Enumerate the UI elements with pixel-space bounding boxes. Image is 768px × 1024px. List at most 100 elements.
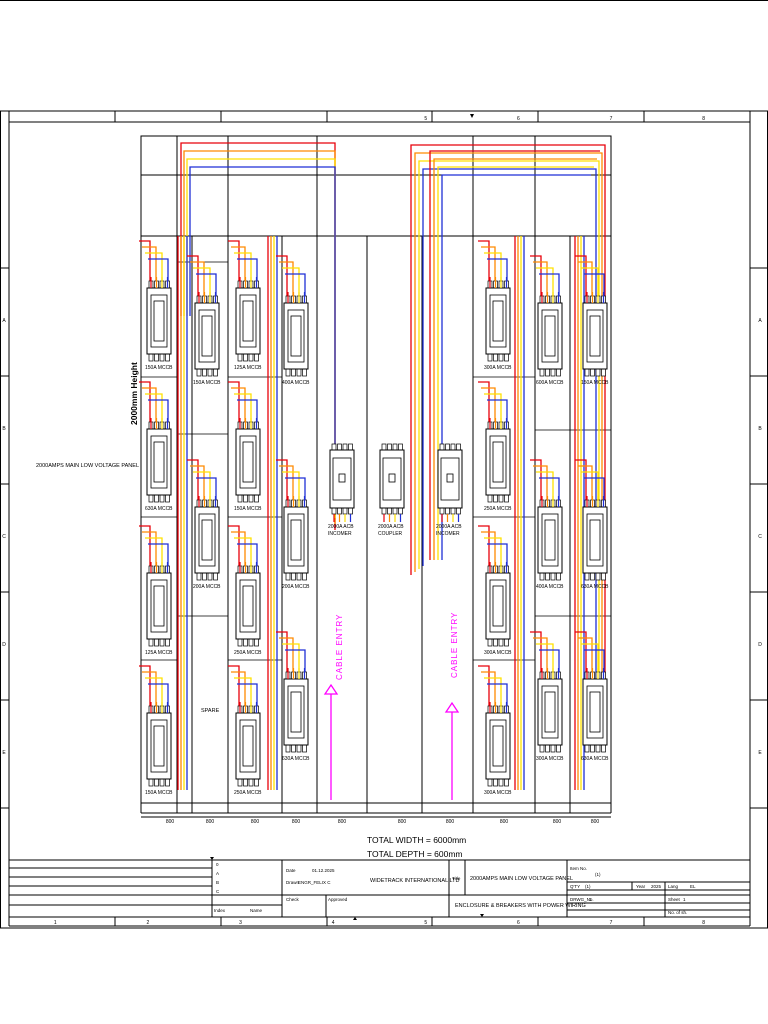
terminal-icon <box>445 507 450 515</box>
frame-number: 5 <box>424 116 427 122</box>
frame-number: 7 <box>610 920 613 926</box>
terminal-icon <box>342 507 348 515</box>
terminal-icon <box>248 638 254 647</box>
feeder-wire <box>285 477 306 500</box>
feeder-wire <box>533 637 548 672</box>
width-label: 800 <box>166 819 175 825</box>
feeder-wire <box>231 246 246 281</box>
feeder-wire <box>187 255 199 296</box>
terminal-icon <box>243 778 248 787</box>
feeder-wire <box>142 671 157 706</box>
mccb-breaker: 200A MCCB <box>193 496 221 590</box>
terminal-icon <box>595 572 601 581</box>
feeder-wire <box>276 255 288 296</box>
terminal-icon <box>539 368 545 377</box>
drawn-value: ENGR_FELIX C <box>298 880 331 885</box>
sheet-label: Sheet <box>668 897 681 902</box>
feeder-wire <box>484 677 502 706</box>
feeder-wire <box>539 649 560 672</box>
width-label: 800 <box>251 819 260 825</box>
feeder-wire <box>481 387 496 422</box>
terminal-icon <box>601 368 606 377</box>
busbar <box>410 144 606 690</box>
mccb-breaker: 150A MCCB <box>193 292 221 386</box>
mccb-breaker: 400A MCCB <box>282 292 310 386</box>
breaker-label: 125A MCCB <box>234 365 262 371</box>
mccb-breaker: 630A MCCB <box>581 496 609 590</box>
breaker-label: INCOMER <box>436 531 460 537</box>
breaker-indicator <box>446 473 454 483</box>
feeder-wire <box>478 665 490 706</box>
check-label: Check <box>286 897 300 902</box>
terminal-icon <box>285 368 291 377</box>
feeder-wire <box>142 387 157 422</box>
title-label: Title <box>452 876 461 881</box>
frame-letter: B <box>758 426 762 432</box>
breaker-handle <box>153 300 165 342</box>
lang-value: EL <box>690 884 696 889</box>
terminal-icon <box>595 368 601 377</box>
terminal-icon <box>348 443 353 451</box>
terminal-icon <box>243 494 248 503</box>
breaker-handle <box>153 441 165 483</box>
feeder-wire <box>139 665 151 706</box>
busbar <box>414 152 603 690</box>
terminal-icon <box>456 507 461 515</box>
terminal-icon <box>148 778 154 787</box>
rev-mark: C <box>216 889 220 894</box>
feeder-wire <box>139 525 151 566</box>
terminal-icon <box>445 443 450 451</box>
terminal-icon <box>392 507 398 515</box>
breaker-handle <box>290 315 302 357</box>
terminal-icon <box>487 778 493 787</box>
mccb-breaker: 600A MCCB <box>536 292 564 386</box>
drwg-label: DRWG_No. <box>570 897 594 902</box>
terminal-icon <box>302 744 307 753</box>
frame-number: 3 <box>239 920 242 926</box>
terminal-icon <box>291 368 296 377</box>
feeder-wire <box>234 252 252 281</box>
feeder-wire <box>487 683 508 706</box>
feeder-wire <box>533 465 548 500</box>
rev-mark: 0 <box>216 862 219 867</box>
feeder-wire <box>145 537 163 566</box>
terminal-icon <box>392 443 398 451</box>
breaker-label: 630A MCCB <box>581 584 609 590</box>
qty-value: (1) <box>585 884 591 889</box>
mccb-breaker: 630A MCCB <box>145 418 173 512</box>
sheet-value: 1 <box>683 897 686 902</box>
terminal-icon <box>159 778 165 787</box>
frame-number: 6 <box>517 116 520 122</box>
terminal-icon <box>348 507 353 515</box>
breaker-label: 2000A ACB <box>436 524 462 530</box>
terminal-icon <box>248 778 254 787</box>
breaker-handle <box>492 441 504 483</box>
terminal-icon <box>398 443 403 451</box>
terminal-icon <box>539 572 545 581</box>
breaker-label: 630A MCCB <box>282 756 310 762</box>
feeder-wire <box>145 252 163 281</box>
feeder-wire <box>578 465 593 500</box>
terminal-icon <box>196 368 202 377</box>
breaker-handle <box>544 519 556 561</box>
terminal-icon <box>296 744 302 753</box>
width-label: 800 <box>591 819 600 825</box>
terminal-icon <box>381 507 387 515</box>
terminal-icon <box>545 572 550 581</box>
mccb-breaker: 125A MCCB <box>234 277 262 371</box>
cable-entry-label: CABLE ENTRY <box>335 614 344 680</box>
terminal-icon <box>207 572 213 581</box>
feeder-wire <box>237 399 258 422</box>
total-depth: TOTAL DEPTH = 600mm <box>367 849 463 859</box>
terminal-icon <box>450 443 456 451</box>
breaker-label: 250A MCCB <box>484 506 512 512</box>
breaker-label: 300A MCCB <box>484 790 512 796</box>
breaker-handle <box>589 519 601 561</box>
busbar <box>433 158 597 560</box>
feeder-wire <box>193 267 211 296</box>
terminal-icon <box>331 507 337 515</box>
terminal-icon <box>248 494 254 503</box>
terminal-icon <box>213 572 218 581</box>
terminal-icon <box>237 494 243 503</box>
